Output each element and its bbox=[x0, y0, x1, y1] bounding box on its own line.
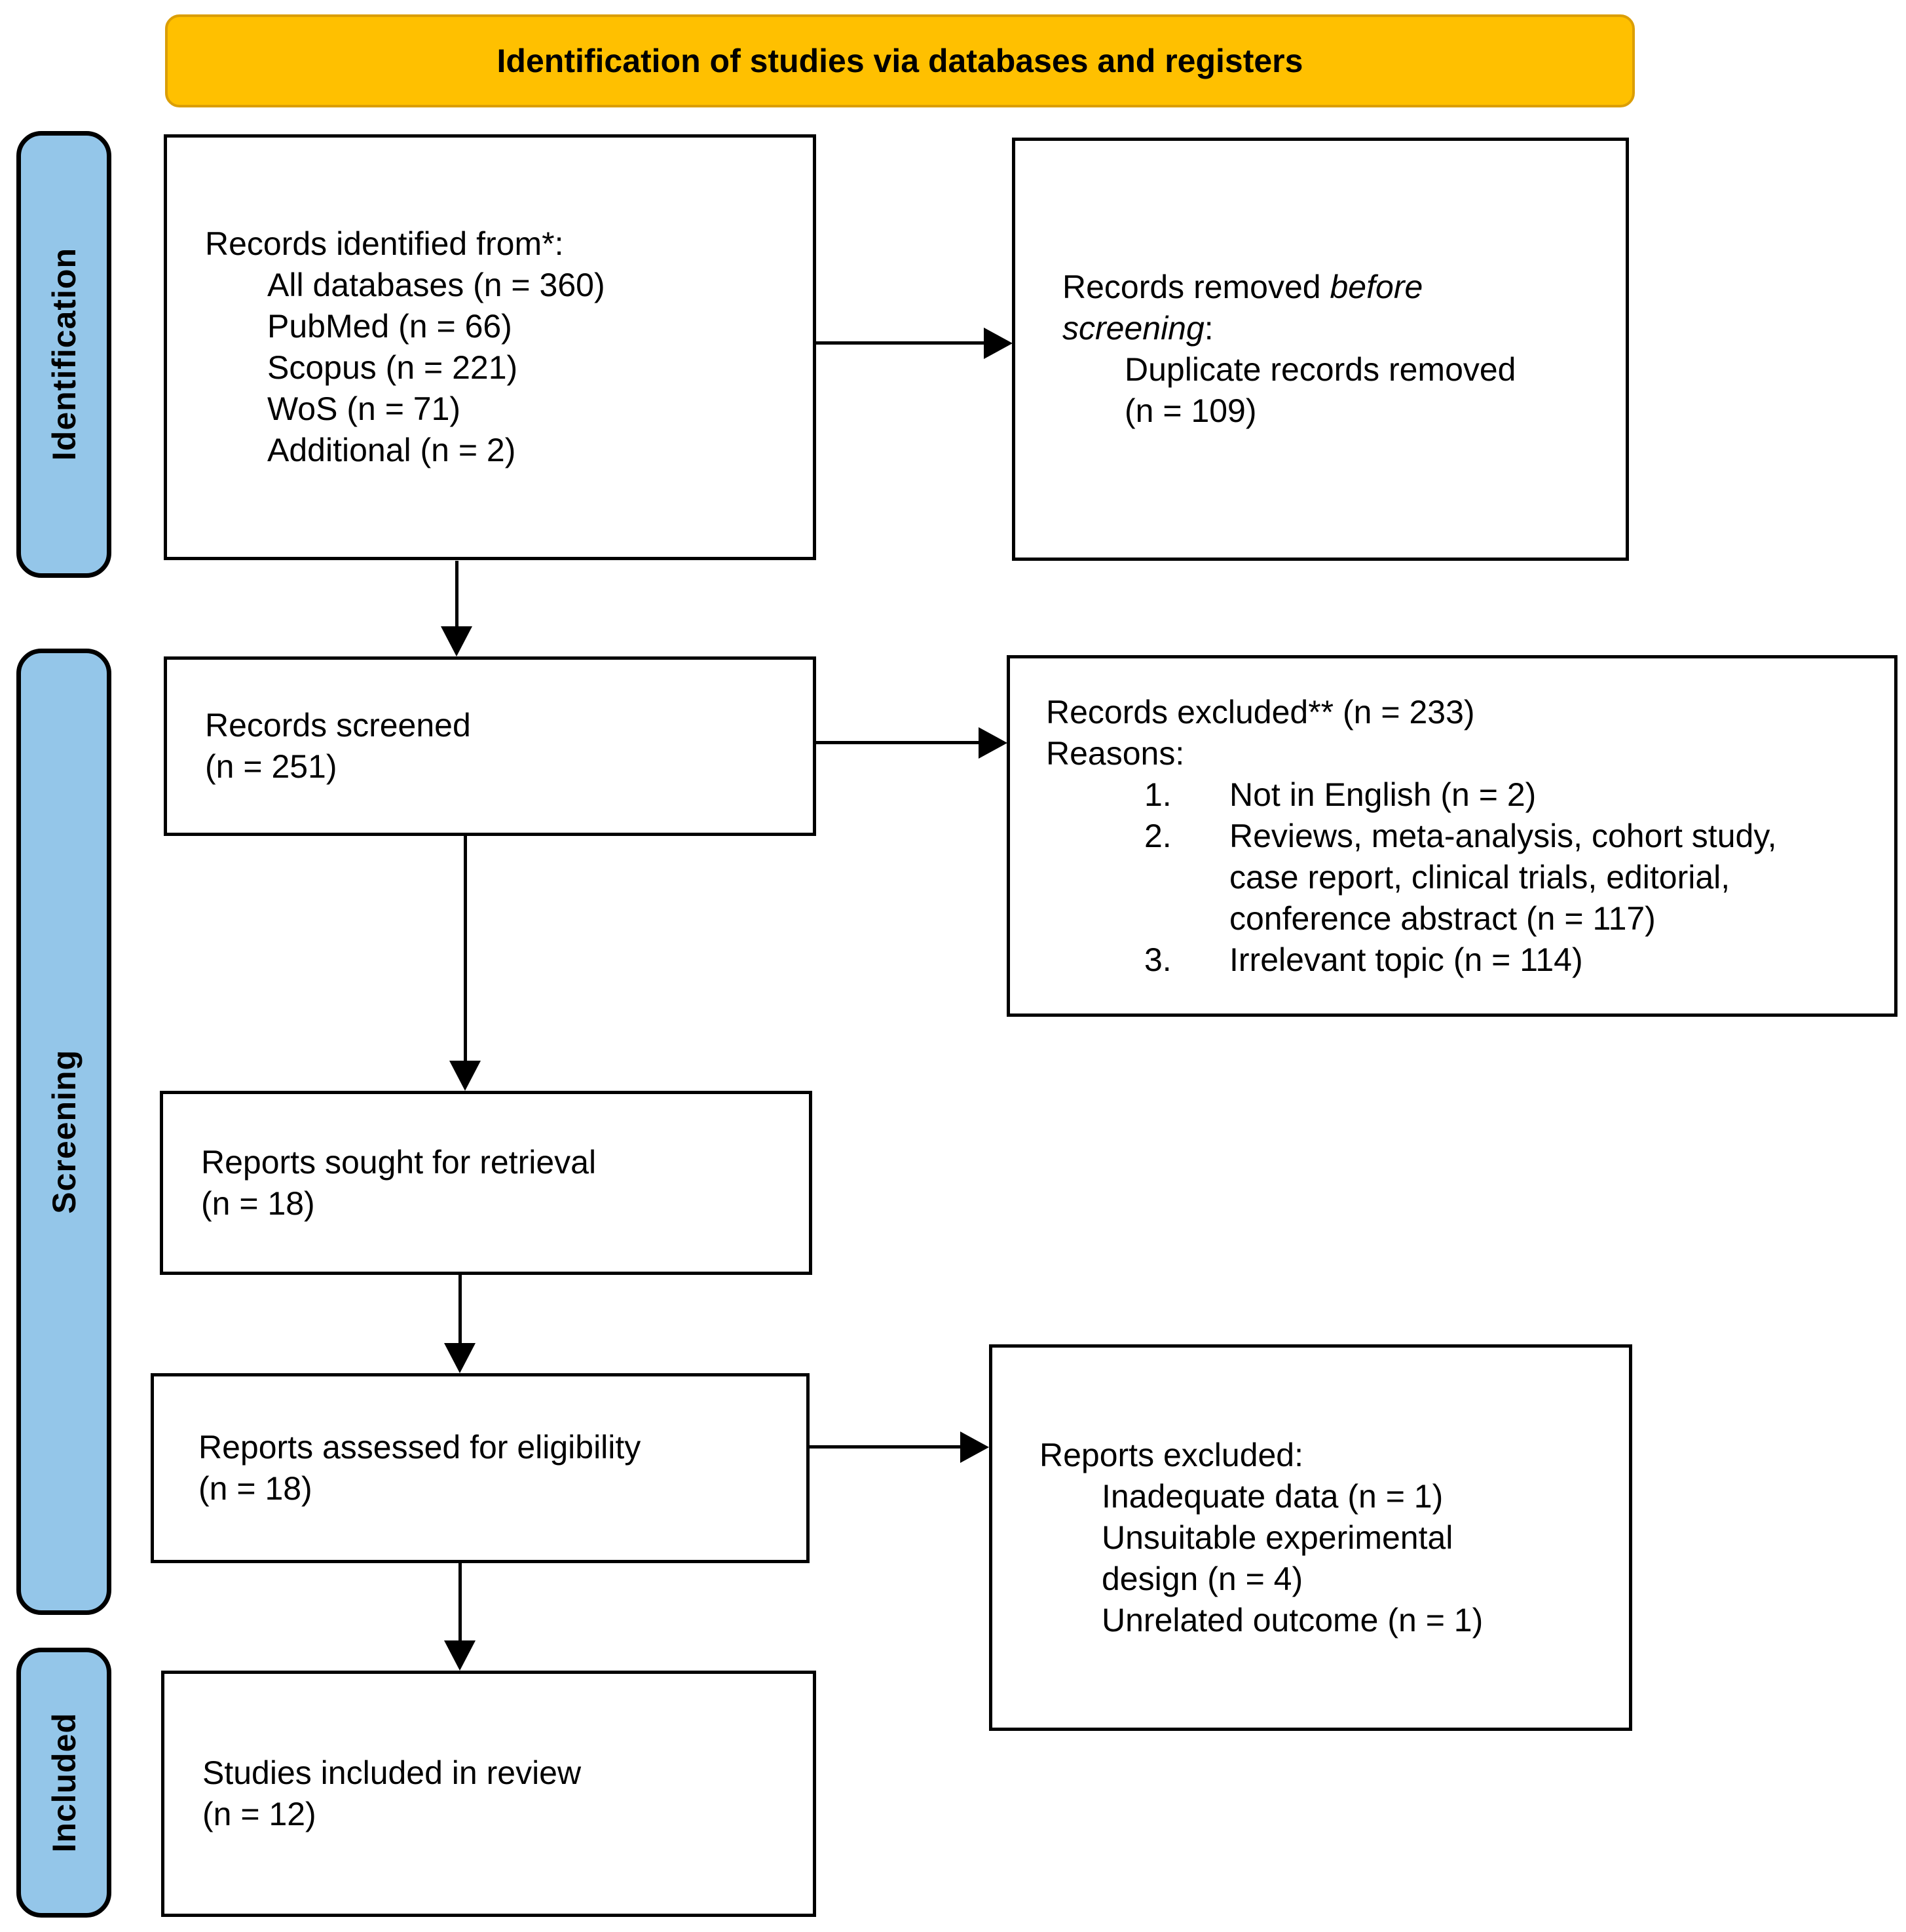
arrow-head bbox=[984, 328, 1013, 359]
reports-assessed-text: Reports assessed for eligibility (n = 18… bbox=[198, 1429, 641, 1507]
arrow-head bbox=[960, 1431, 989, 1463]
list-number: 1. bbox=[1144, 776, 1172, 813]
arrow-shaft bbox=[810, 1445, 963, 1449]
arrow-shaft bbox=[816, 741, 981, 744]
records-removed-title-prefix: Records removed bbox=[1062, 269, 1330, 305]
arrow-head bbox=[441, 626, 472, 656]
arrow-head bbox=[449, 1061, 481, 1091]
stage-screening: Screening bbox=[16, 649, 111, 1615]
reports-sought-text: Reports sought for retrieval (n = 18) bbox=[201, 1143, 597, 1222]
records-removed-title: Records removed before screening: bbox=[1062, 267, 1606, 349]
list-item: 2. Reviews, meta-analysis, cohort study, … bbox=[1144, 816, 1878, 939]
arrow-shaft bbox=[816, 341, 985, 345]
reports-assessed-box: Reports assessed for eligibility (n = 18… bbox=[151, 1373, 810, 1563]
records-excluded-subtitle: Reasons: bbox=[1046, 734, 1185, 772]
records-removed-title-suffix: : bbox=[1204, 310, 1214, 347]
stage-identification-label: Identification bbox=[45, 248, 83, 461]
studies-included-box: Studies included in review (n = 12) bbox=[161, 1671, 816, 1917]
list-number: 2. bbox=[1144, 817, 1172, 854]
studies-included-text: Studies included in review (n = 12) bbox=[202, 1754, 582, 1832]
arrow-shaft bbox=[458, 1563, 462, 1642]
arrow-shaft bbox=[455, 561, 458, 629]
list-item: Unsuitable experimental design (n = 4) bbox=[1102, 1519, 1453, 1597]
records-removed-list: Duplicate records removed (n = 109) bbox=[1125, 349, 1606, 432]
list-text: Irrelevant topic (n = 114) bbox=[1229, 941, 1583, 978]
arrow-shaft bbox=[458, 1275, 462, 1344]
list-item: All databases (n = 360) bbox=[267, 267, 605, 303]
list-item: Duplicate records removed (n = 109) bbox=[1125, 351, 1516, 429]
reports-excluded-box: Reports excluded: Inadequate data (n = 1… bbox=[989, 1344, 1632, 1731]
records-identified-box: Records identified from*: All databases … bbox=[164, 134, 816, 560]
stage-included-label: Included bbox=[45, 1713, 83, 1853]
reports-excluded-list: Inadequate data (n = 1) Unsuitable experi… bbox=[1102, 1476, 1521, 1641]
records-screened-text: Records screened (n = 251) bbox=[205, 707, 471, 785]
list-item: Scopus (n = 221) bbox=[267, 349, 518, 386]
banner-label: Identification of studies via databases … bbox=[496, 43, 1303, 79]
list-item: Unrelated outcome (n = 1) bbox=[1102, 1601, 1484, 1638]
list-text: Not in English (n = 2) bbox=[1229, 776, 1537, 813]
arrow-head bbox=[979, 727, 1007, 759]
records-identified-list: All databases (n = 360) PubMed (n = 66) Sc… bbox=[267, 265, 800, 471]
records-removed-box: Records removed before screening: Duplic… bbox=[1012, 138, 1629, 561]
list-item: WoS (n = 71) bbox=[267, 390, 461, 427]
list-item: PubMed (n = 66) bbox=[267, 308, 512, 345]
records-removed-title-italic: before screening bbox=[1062, 269, 1423, 347]
list-item: Additional (n = 2) bbox=[267, 432, 516, 468]
list-text: Reviews, meta-analysis, cohort study, ca… bbox=[1229, 817, 1777, 937]
list-item: 3. Irrelevant topic (n = 114) bbox=[1144, 939, 1878, 981]
stage-included: Included bbox=[16, 1648, 111, 1918]
list-item: Inadequate data (n = 1) bbox=[1102, 1477, 1444, 1515]
arrow-shaft bbox=[464, 836, 467, 1063]
stage-screening-label: Screening bbox=[45, 1050, 83, 1214]
list-number: 3. bbox=[1144, 941, 1172, 978]
reports-sought-box: Reports sought for retrieval (n = 18) bbox=[160, 1091, 812, 1275]
records-screened-box: Records screened (n = 251) bbox=[164, 656, 816, 836]
arrow-head bbox=[444, 1343, 476, 1373]
reports-excluded-title: Reports excluded: bbox=[1039, 1436, 1304, 1473]
records-excluded-reasons-list: 1. Not in English (n = 2) 2. Reviews, meta-… bbox=[1144, 774, 1878, 981]
stage-identification: Identification bbox=[16, 131, 111, 578]
list-item: 1. Not in English (n = 2) bbox=[1144, 774, 1878, 816]
records-identified-title: Records identified from*: bbox=[205, 225, 564, 262]
records-excluded-box: Records excluded** (n = 233) Reasons: 1.… bbox=[1007, 655, 1897, 1017]
arrow-head bbox=[444, 1640, 476, 1671]
banner-identification-of-studies: Identification of studies via databases … bbox=[165, 14, 1635, 107]
records-excluded-title: Records excluded** (n = 233) bbox=[1046, 693, 1475, 730]
